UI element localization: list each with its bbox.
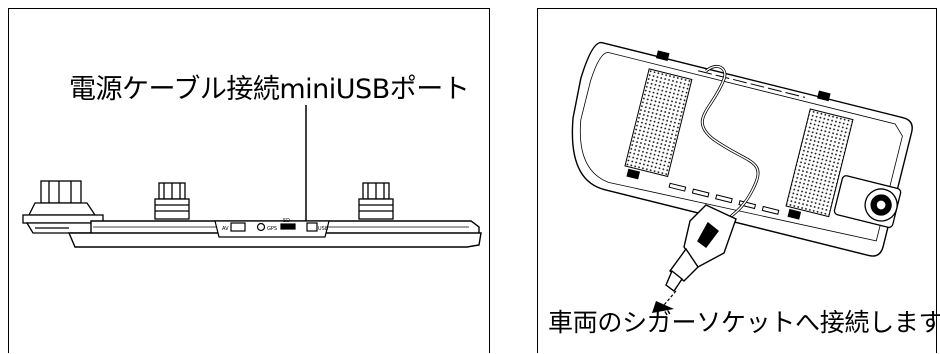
mirror-connection-diagram	[571, 41, 913, 313]
panel-mirror-side-view: AV GPS SD USB 電源ケーブル接続miniUSBポート	[8, 8, 490, 353]
vent-slots	[668, 182, 780, 215]
mirror-inner-edge	[579, 51, 903, 242]
insert-direction-arrow	[652, 290, 677, 313]
strap-clips	[626, 50, 831, 220]
mirror-side-diagram: AV GPS SD USB	[22, 105, 482, 248]
gps-port	[256, 222, 266, 232]
port-label-gps: GPS	[267, 226, 277, 232]
usb-port	[306, 222, 318, 232]
speaker-grille-left	[624, 68, 693, 178]
mount-clip-1	[154, 182, 190, 220]
av-port	[230, 222, 246, 232]
mirror-body	[67, 220, 482, 248]
mount-clip-2	[358, 182, 394, 220]
mirror-outline	[571, 41, 913, 257]
port-label-av: AV	[222, 226, 229, 232]
port-label-sd: SD	[283, 218, 290, 224]
callout-cigarette-socket-label: 車両のシガーソケットへ接続します。	[548, 308, 940, 337]
cigarette-plug	[665, 204, 737, 293]
panel-cigarette-socket-view: 車両のシガーソケットへ接続します。	[537, 8, 940, 353]
port-strip	[214, 220, 330, 238]
callout-usb-port-label: 電源ケーブル接続miniUSBポート	[69, 74, 470, 105]
port-label-usb: USB	[318, 226, 329, 232]
front-camera-unit	[833, 175, 902, 229]
speaker-grille-right	[785, 108, 854, 218]
sd-slot	[280, 223, 296, 230]
